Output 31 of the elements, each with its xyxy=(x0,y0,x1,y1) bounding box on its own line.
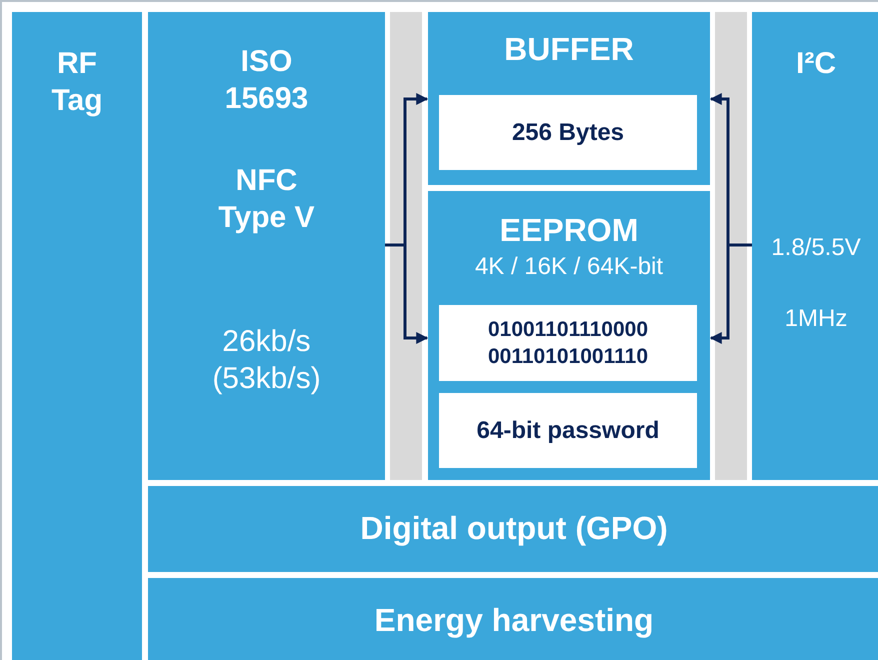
memory-box xyxy=(439,95,697,170)
panel-text: 26kb/s (53kb/s) xyxy=(211,324,322,397)
panel-title: I²C xyxy=(796,46,836,82)
block-panel xyxy=(148,578,878,660)
arrow xyxy=(710,93,730,245)
panel-heading: NFC Type V xyxy=(217,163,316,236)
block-panel xyxy=(148,486,878,572)
panel-title: 01001101110000 00110101001110 xyxy=(486,316,650,370)
memory-box xyxy=(439,393,697,468)
panel-title: 256 Bytes xyxy=(512,118,624,148)
panel-title: BUFFER xyxy=(504,30,634,69)
arrow xyxy=(404,245,428,344)
arrow xyxy=(404,93,428,245)
block-panel xyxy=(428,191,710,480)
memory-box xyxy=(439,305,697,381)
block-panel xyxy=(752,12,878,480)
panel-title: EEPROM xyxy=(500,211,638,250)
block-panel xyxy=(148,12,385,480)
arrow xyxy=(710,245,730,344)
panel-text: 1MHz xyxy=(784,304,848,334)
panel-text: 1.8/5.5V xyxy=(771,232,861,262)
block-panel xyxy=(12,12,142,660)
panel-title: ISO 15693 xyxy=(224,44,310,117)
panel-title: Energy harvesting xyxy=(374,601,654,640)
bus-bar xyxy=(715,12,747,480)
bus-bar xyxy=(390,12,422,480)
panel-title: 64-bit password xyxy=(476,416,660,446)
panel-title: Digital output (GPO) xyxy=(360,509,668,548)
panel-text: 4K / 16K / 64K-bit xyxy=(474,252,664,282)
block-panel xyxy=(428,12,710,185)
panel-title: RF Tag xyxy=(50,46,104,119)
